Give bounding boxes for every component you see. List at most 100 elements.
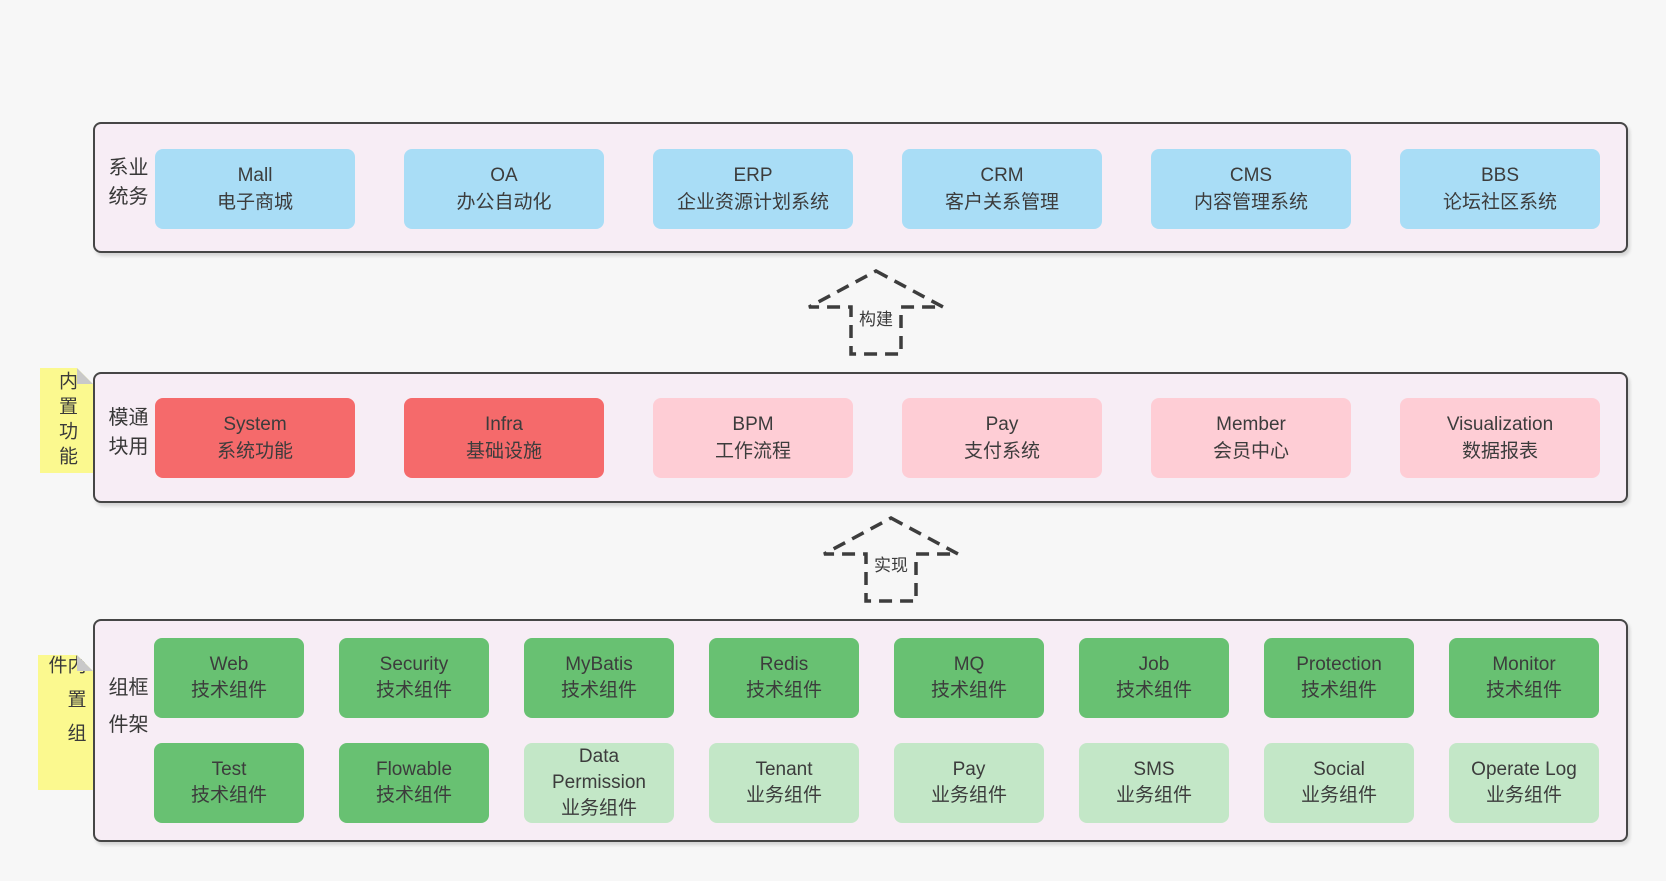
up-arrow-dashed-icon xyxy=(823,516,959,603)
box-subtitle: 业务组件 xyxy=(1485,785,1562,806)
box-title: Pay xyxy=(952,759,986,780)
box-subtitle: 企业资源计划系统 xyxy=(676,192,829,213)
panel-side-label: 通用模块 xyxy=(105,405,147,464)
box-title: Mall xyxy=(237,165,273,186)
box-operate-log: Operate Log 业务组件 xyxy=(1449,743,1599,823)
box-title: Infra xyxy=(484,414,524,435)
box-visualization: Visualization 数据报表 xyxy=(1400,398,1600,478)
build-arrow: 构建 xyxy=(806,268,946,356)
box-subtitle: 会员中心 xyxy=(1212,441,1289,462)
box-bbs: BBS 论坛社区系统 xyxy=(1400,149,1600,229)
box-title: Redis xyxy=(759,654,809,675)
box-title: ERP xyxy=(733,165,773,186)
box-subtitle: 客户关系管理 xyxy=(944,192,1059,213)
box-oa: OA 办公自动化 xyxy=(404,149,604,229)
box-subtitle: 业务组件 xyxy=(560,798,637,819)
box-title: Operate Log xyxy=(1471,759,1577,780)
box-subtitle: 基础设施 xyxy=(465,441,542,462)
box-title: CMS xyxy=(1229,165,1273,186)
box-subtitle: 业务组件 xyxy=(930,785,1007,806)
box-subtitle: 论坛社区系统 xyxy=(1442,192,1557,213)
box-subtitle: 技术组件 xyxy=(190,785,267,806)
box-job: Job 技术组件 xyxy=(1079,638,1229,718)
box-bpm: BPM 工作流程 xyxy=(653,398,853,478)
box-security: Security 技术组件 xyxy=(339,638,489,718)
business-systems-panel: 业务系统 Mall 电子商城 OA 办公自动化 ERP 企业资源计划系统 CRM 客户关系管理… xyxy=(93,122,1628,253)
box-title: BBS xyxy=(1480,165,1520,186)
box-pay: Pay 支付系统 xyxy=(902,398,1102,478)
panel-side-label: 框架组件 xyxy=(105,675,147,750)
box-subtitle: 支付系统 xyxy=(963,441,1040,462)
box-subtitle: 技术组件 xyxy=(745,680,822,701)
box-title: System xyxy=(223,414,287,435)
box-pay: Pay 业务组件 xyxy=(894,743,1044,823)
box-subtitle: 电子商城 xyxy=(216,192,293,213)
sticky-note-label: 内置功能 xyxy=(56,370,77,471)
note-fold-icon xyxy=(77,368,93,384)
module-row: System 系统功能 Infra 基础设施 BPM 工作流程 Pay 支付系统 Member 会… xyxy=(155,398,1600,478)
box-title: Security xyxy=(379,654,449,675)
box-title: Flowable xyxy=(375,759,453,780)
box-crm: CRM 客户关系管理 xyxy=(902,149,1102,229)
box-title: CRM xyxy=(980,165,1024,186)
box-subtitle: 技术组件 xyxy=(190,680,267,701)
box-infra: Infra 基础设施 xyxy=(404,398,604,478)
sticky-note-builtin-components: 内置组件 xyxy=(38,655,93,790)
box-subtitle: 业务组件 xyxy=(1115,785,1192,806)
box-subtitle: 技术组件 xyxy=(375,785,452,806)
box-title: Protection xyxy=(1296,654,1382,675)
up-arrow-dashed-icon xyxy=(808,269,944,356)
panel-side-label: 业务系统 xyxy=(105,155,147,214)
box-subtitle: 技术组件 xyxy=(1115,680,1192,701)
box-subtitle: 技术组件 xyxy=(1300,680,1377,701)
box-subtitle: 数据报表 xyxy=(1461,441,1538,462)
box-title: Web xyxy=(209,654,249,675)
box-title: Test xyxy=(211,759,247,780)
box-social: Social 业务组件 xyxy=(1264,743,1414,823)
box-member: Member 会员中心 xyxy=(1151,398,1351,478)
box-tenant: Tenant 业务组件 xyxy=(709,743,859,823)
common-modules-panel: 通用模块 System 系统功能 Infra 基础设施 BPM 工作流程 Pay 支付系统 Me… xyxy=(93,372,1628,503)
box-subtitle: 业务组件 xyxy=(745,785,822,806)
box-web: Web 技术组件 xyxy=(154,638,304,718)
box-title: Job xyxy=(1138,654,1170,675)
box-title: OA xyxy=(490,165,518,186)
box-title: Data Permission xyxy=(552,746,646,793)
box-subtitle: 技术组件 xyxy=(1485,680,1562,701)
box-redis: Redis 技术组件 xyxy=(709,638,859,718)
box-subtitle: 技术组件 xyxy=(560,680,637,701)
box-title: Social xyxy=(1313,759,1365,780)
box-subtitle: 业务组件 xyxy=(1300,785,1377,806)
box-title: Member xyxy=(1216,414,1286,435)
box-title: BPM xyxy=(732,414,774,435)
box-title: MQ xyxy=(953,654,985,675)
box-subtitle: 系统功能 xyxy=(216,441,293,462)
box-erp: ERP 企业资源计划系统 xyxy=(653,149,853,229)
sticky-note-label: 内置组件 xyxy=(45,655,86,757)
box-flowable: Flowable 技术组件 xyxy=(339,743,489,823)
box-title: Pay xyxy=(985,414,1019,435)
box-mybatis: MyBatis 技术组件 xyxy=(524,638,674,718)
box-subtitle: 办公自动化 xyxy=(456,192,552,213)
box-monitor: Monitor 技术组件 xyxy=(1449,638,1599,718)
note-fold-icon xyxy=(77,655,93,671)
box-title: SMS xyxy=(1133,759,1175,780)
box-title: Monitor xyxy=(1492,654,1556,675)
box-title: Tenant xyxy=(755,759,813,780)
box-title: MyBatis xyxy=(565,654,633,675)
sticky-note-builtin-features: 内置功能 xyxy=(40,368,93,473)
implement-arrow: 实现 xyxy=(821,514,961,604)
box-test: Test 技术组件 xyxy=(154,743,304,823)
box-subtitle: 技术组件 xyxy=(375,680,452,701)
box-subtitle: 工作流程 xyxy=(714,441,791,462)
box-title: Visualization xyxy=(1446,414,1554,435)
